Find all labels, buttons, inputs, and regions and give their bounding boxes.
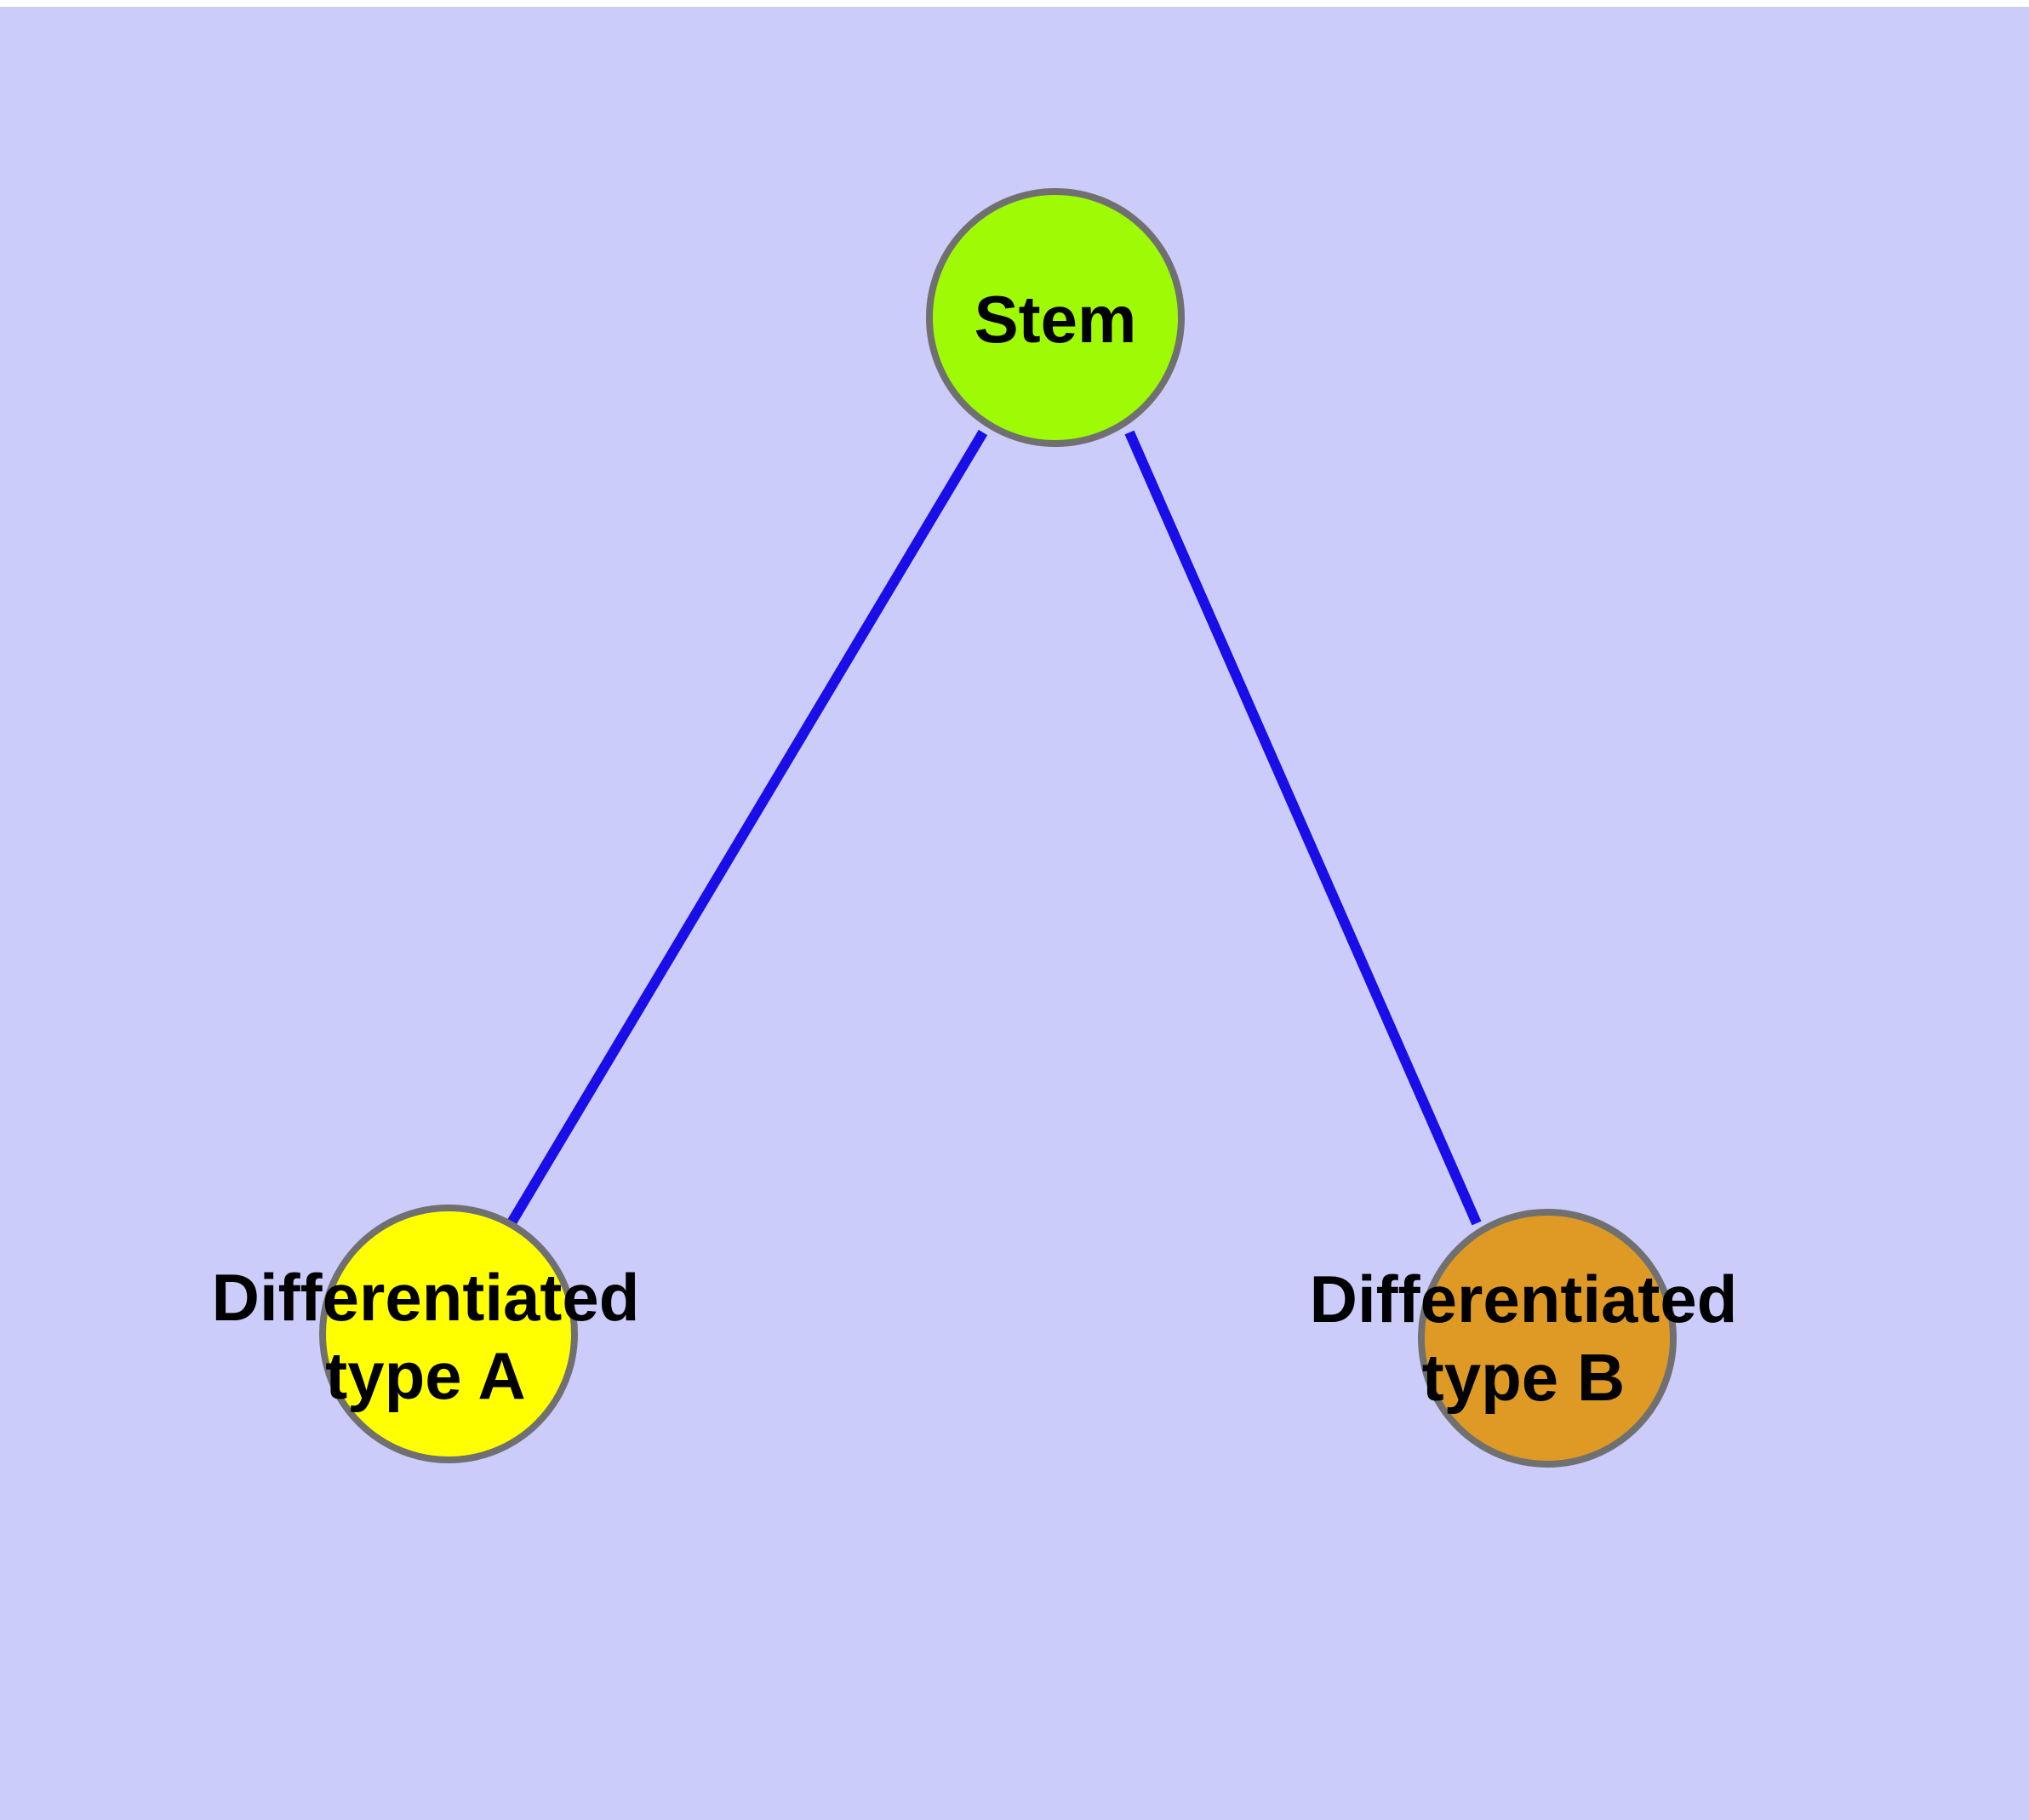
edge-stem-to-diff-b <box>1124 430 1482 1226</box>
node-circle-stem[interactable] <box>926 188 1185 447</box>
node-circle-diff-b[interactable] <box>1418 1209 1677 1468</box>
edges-layer <box>506 429 1482 1228</box>
edge-stem-to-diff-a <box>506 429 988 1228</box>
node-circle-diff-a[interactable] <box>319 1205 578 1463</box>
nodes-layer <box>319 188 1677 1468</box>
